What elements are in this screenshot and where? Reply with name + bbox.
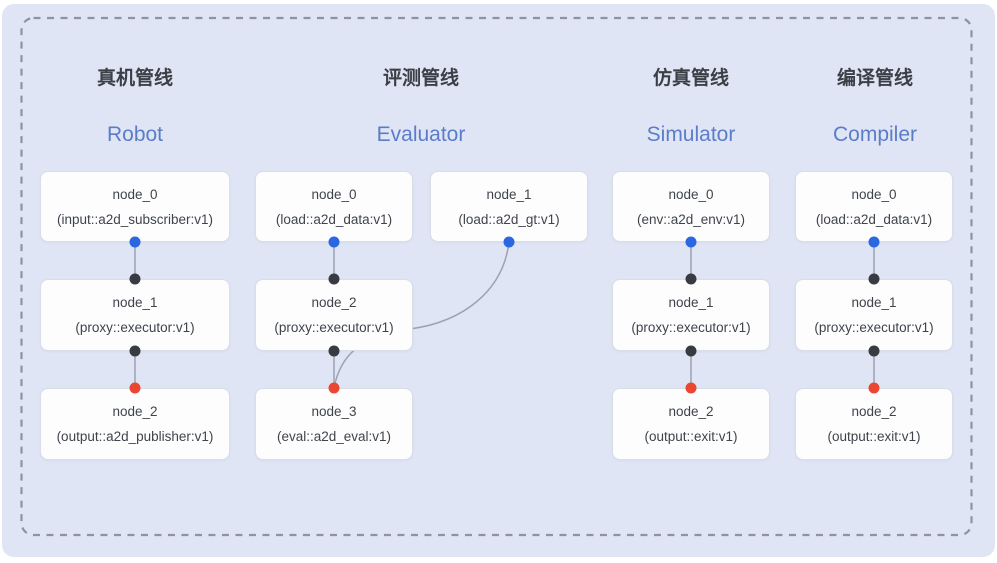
node-name: node_0 (668, 186, 714, 202)
dashed-border (20, 16, 973, 537)
port-in-dot-compiler-node2 (868, 382, 880, 394)
title-en-compiler: Compiler (832, 123, 918, 146)
node-box-simulator-node0: node_0 (env::a2d_env:v1) (612, 171, 770, 242)
node-type: (load::a2d_gt:v1) (458, 211, 560, 227)
port-out-dot-robot-node0 (129, 236, 141, 248)
node-type: (proxy::executor:v1) (274, 320, 394, 335)
node-box-evaluator-node1: node_1 (load::a2d_gt:v1) (430, 171, 588, 242)
title-zh-compiler: 编译管线 (836, 68, 913, 89)
node-name: node_2 (311, 295, 357, 310)
node-box-compiler-node0: node_0 (load::a2d_data:v1) (795, 171, 953, 242)
node-name: node_0 (112, 186, 158, 202)
node-box-robot-node1: node_1 (proxy::executor:v1) (40, 279, 230, 351)
node-type: (input::a2d_subscriber:v1) (56, 211, 214, 227)
node-name: node_0 (311, 186, 357, 202)
title-en-robot: Robot (106, 123, 164, 146)
node-box-robot-node0: node_0 (input::a2d_subscriber:v1) (40, 171, 230, 242)
node-name: node_0 (851, 186, 897, 202)
port-out-dot-simulator-node1 (685, 345, 697, 357)
node-box-evaluator-node2: node_2 (proxy::executor:v1) (255, 279, 413, 351)
node-type: (proxy::executor:v1) (814, 320, 934, 335)
node-type: (output::exit:v1) (644, 429, 738, 444)
port-out-dot-evaluator-node2 (328, 345, 340, 357)
node-box-compiler-node2: node_2 (output::exit:v1) (795, 388, 953, 460)
node-name: node_3 (311, 404, 357, 419)
port-in-dot-evaluator-node2 (328, 273, 340, 285)
node-type: (eval::a2d_eval:v1) (276, 429, 392, 444)
node-name: node_2 (112, 404, 158, 419)
node-name: node_2 (851, 404, 897, 419)
node-type: (output::a2d_publisher:v1) (56, 429, 214, 444)
title-zh-simulator: 仿真管线 (652, 68, 729, 89)
port-in-dot-robot-node2 (129, 382, 141, 394)
node-type: (load::a2d_data:v1) (815, 211, 933, 227)
port-out-dot-robot-node1 (129, 345, 141, 357)
title-zh-robot: 真机管线 (96, 68, 173, 89)
node-box-evaluator-node0: node_0 (load::a2d_data:v1) (255, 171, 413, 242)
node-type: (proxy::executor:v1) (631, 320, 751, 335)
node-name: node_2 (668, 404, 714, 419)
port-in-dot-evaluator-node3 (328, 382, 340, 394)
node-name: node_1 (851, 295, 897, 310)
node-box-simulator-node2: node_2 (output::exit:v1) (612, 388, 770, 460)
node-type: (output::exit:v1) (827, 429, 921, 444)
node-box-compiler-node1: node_1 (proxy::executor:v1) (795, 279, 953, 351)
port-in-dot-simulator-node2 (685, 382, 697, 394)
port-in-dot-compiler-node1 (868, 273, 880, 285)
node-name: node_1 (668, 295, 714, 310)
node-type: (load::a2d_data:v1) (275, 211, 393, 227)
title-en-simulator: Simulator (646, 123, 736, 146)
node-type: (env::a2d_env:v1) (636, 211, 746, 227)
port-in-dot-simulator-node1 (685, 273, 697, 285)
port-out-dot-compiler-node0 (868, 236, 880, 248)
port-in-dot-robot-node1 (129, 273, 141, 285)
title-zh-evaluator: 评测管线 (382, 68, 459, 89)
node-name: node_1 (112, 295, 158, 310)
node-box-simulator-node1: node_1 (proxy::executor:v1) (612, 279, 770, 351)
node-name: node_1 (486, 186, 532, 202)
title-en-evaluator: Evaluator (376, 123, 466, 146)
port-out-dot-evaluator-node1 (503, 236, 515, 248)
port-out-dot-simulator-node0 (685, 236, 697, 248)
node-box-evaluator-node3: node_3 (eval::a2d_eval:v1) (255, 388, 413, 460)
port-out-dot-evaluator-node0 (328, 236, 340, 248)
node-type: (proxy::executor:v1) (75, 320, 195, 335)
node-box-robot-node2: node_2 (output::a2d_publisher:v1) (40, 388, 230, 460)
port-out-dot-compiler-node1 (868, 345, 880, 357)
